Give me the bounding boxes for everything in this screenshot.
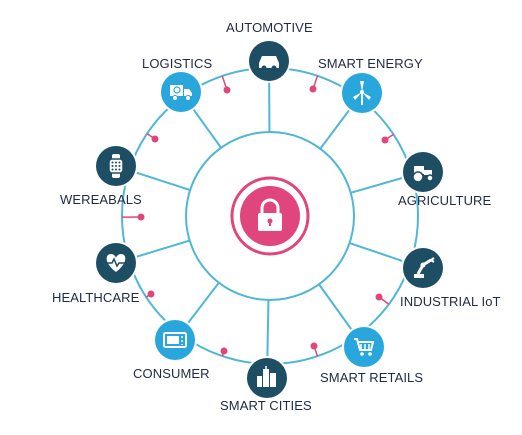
delivery-truck-icon <box>170 85 192 101</box>
connector-dot <box>223 86 231 94</box>
node-healthcare[interactable] <box>94 241 138 285</box>
label-agriculture: AGRICULTURE <box>398 193 492 208</box>
connector-dot <box>309 85 317 93</box>
spoke-consumer <box>186 282 220 325</box>
robot-arm-icon <box>414 257 435 278</box>
label-wereabals: WEREABALS <box>60 192 142 207</box>
label-healthcare: HEALTHCARE <box>52 290 140 305</box>
node-smart-cities[interactable] <box>245 356 289 400</box>
city-buildings-icon <box>257 366 276 387</box>
spoke-smart-cities <box>266 299 270 359</box>
inner-ring <box>185 131 355 301</box>
spoke-logistics <box>191 107 222 149</box>
label-logistics: LOGISTICS <box>142 56 213 71</box>
label-automotive: AUTOMOTIVE <box>226 20 313 35</box>
spoke-healthcare <box>134 239 190 259</box>
node-consumer[interactable] <box>153 318 197 362</box>
node-logistics[interactable] <box>159 70 203 114</box>
spoke-smart-retails <box>318 283 354 332</box>
node-smart-energy[interactable] <box>340 71 384 115</box>
connector-dot <box>310 342 318 350</box>
tractor-icon <box>412 166 434 183</box>
label-smart-energy: SMART ENERGY <box>318 56 423 71</box>
padlock-icon <box>258 198 282 231</box>
smartwatch-icon <box>108 154 124 178</box>
connector-dot <box>147 290 155 298</box>
node-smart-retails[interactable] <box>342 325 386 369</box>
node-automotive[interactable] <box>247 39 291 83</box>
connector-dot <box>137 213 145 221</box>
label-smart-cities: SMART CITIES <box>220 398 312 413</box>
connector-dot <box>375 293 383 301</box>
connector-dot <box>220 347 228 355</box>
label-smart-retails: SMART RETAILS <box>320 370 424 385</box>
spoke-wereabals <box>134 171 191 192</box>
car-icon <box>259 56 279 71</box>
center-hub <box>230 176 310 256</box>
spoke-smart-energy <box>319 108 351 150</box>
microwave-icon <box>163 332 187 348</box>
node-agriculture[interactable] <box>401 150 445 194</box>
connector-dot <box>151 135 159 143</box>
label-industrial-iot: INDUSTRIAL IoT <box>400 294 501 309</box>
node-industrial-iot[interactable] <box>401 246 445 290</box>
heartbeat-icon <box>106 254 126 272</box>
shopping-cart-icon <box>354 338 375 356</box>
wind-turbine-icon <box>353 81 371 105</box>
spoke-industrial-iot <box>349 242 405 263</box>
connector-dot <box>381 136 389 144</box>
spoke-agriculture <box>350 176 405 194</box>
node-wereabals[interactable] <box>94 144 138 188</box>
label-consumer: CONSUMER <box>133 366 210 381</box>
